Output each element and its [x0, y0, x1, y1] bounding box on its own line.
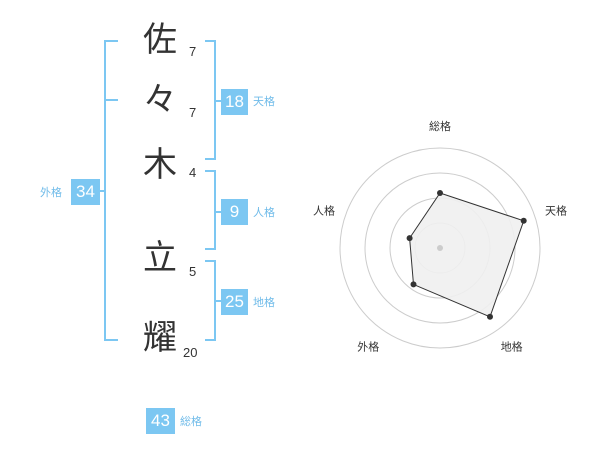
jinkaku-bracket-vertical: [214, 170, 216, 250]
chikaku-score: 25: [221, 289, 248, 315]
radar-point-総格: [437, 190, 443, 196]
name-char-3: 木: [143, 145, 177, 185]
name-char-4: 立: [143, 238, 177, 278]
chikaku-bracket-connector: [214, 300, 222, 302]
radar-axis-label-地格: 地格: [501, 340, 523, 354]
chikaku-bracket-bottom: [205, 339, 216, 341]
stroke-count-5: 20: [183, 345, 198, 360]
jinkaku-bracket-bottom: [205, 248, 216, 250]
radar-axis-label-外格: 外格: [357, 340, 379, 354]
jinkaku-bracket-connector: [214, 211, 222, 213]
chikaku-bracket-top: [205, 260, 216, 262]
radar-axis-label-総格: 総格: [429, 119, 451, 133]
jinkaku-score: 9: [221, 199, 248, 225]
tenkaku-bracket-connector: [214, 100, 222, 102]
stroke-count-4: 5: [189, 264, 197, 279]
radar-point-天格: [520, 217, 527, 224]
name-char-2: 々: [143, 80, 177, 120]
radar-series-polygon: [409, 192, 525, 318]
tenkaku-bracket-top: [205, 40, 216, 42]
gaikaku-bracket-vertical: [104, 40, 106, 341]
radar-ring-3: [364, 172, 516, 324]
gaikaku-label: 外格: [40, 186, 62, 199]
gaikaku-score: 34: [71, 179, 100, 205]
tenkaku-score: 18: [221, 89, 248, 115]
gaikaku-bracket-connector: [97, 190, 105, 192]
name-char-5: 耀: [143, 318, 177, 358]
radar-ring-4: [339, 147, 541, 349]
stroke-count-1: 7: [189, 44, 197, 59]
name-char-1: 佐: [143, 20, 177, 60]
radar-center-dot: [437, 245, 443, 251]
tenkaku-bracket-bottom: [205, 158, 216, 160]
radar-point-地格: [487, 313, 493, 320]
tenkaku-label: 天格: [253, 95, 275, 108]
stroke-count-2: 7: [189, 105, 197, 120]
radar-axis-label-天格: 天格: [545, 203, 567, 217]
jinkaku-bracket-top: [205, 170, 216, 172]
gaikaku-bracket-bottom: [104, 339, 118, 341]
radar-point-人格: [406, 235, 413, 242]
soukaku-label: 総格: [180, 415, 202, 428]
jinkaku-label: 人格: [253, 206, 275, 219]
soukaku-score: 43: [146, 408, 175, 434]
chikaku-label: 地格: [253, 296, 275, 309]
stroke-count-3: 4: [189, 165, 197, 180]
gaikaku-bracket-tick: [104, 99, 118, 101]
radar-point-外格: [410, 281, 417, 288]
radar-axis-label-人格: 人格: [313, 203, 335, 217]
gaikaku-bracket-top: [104, 40, 118, 42]
